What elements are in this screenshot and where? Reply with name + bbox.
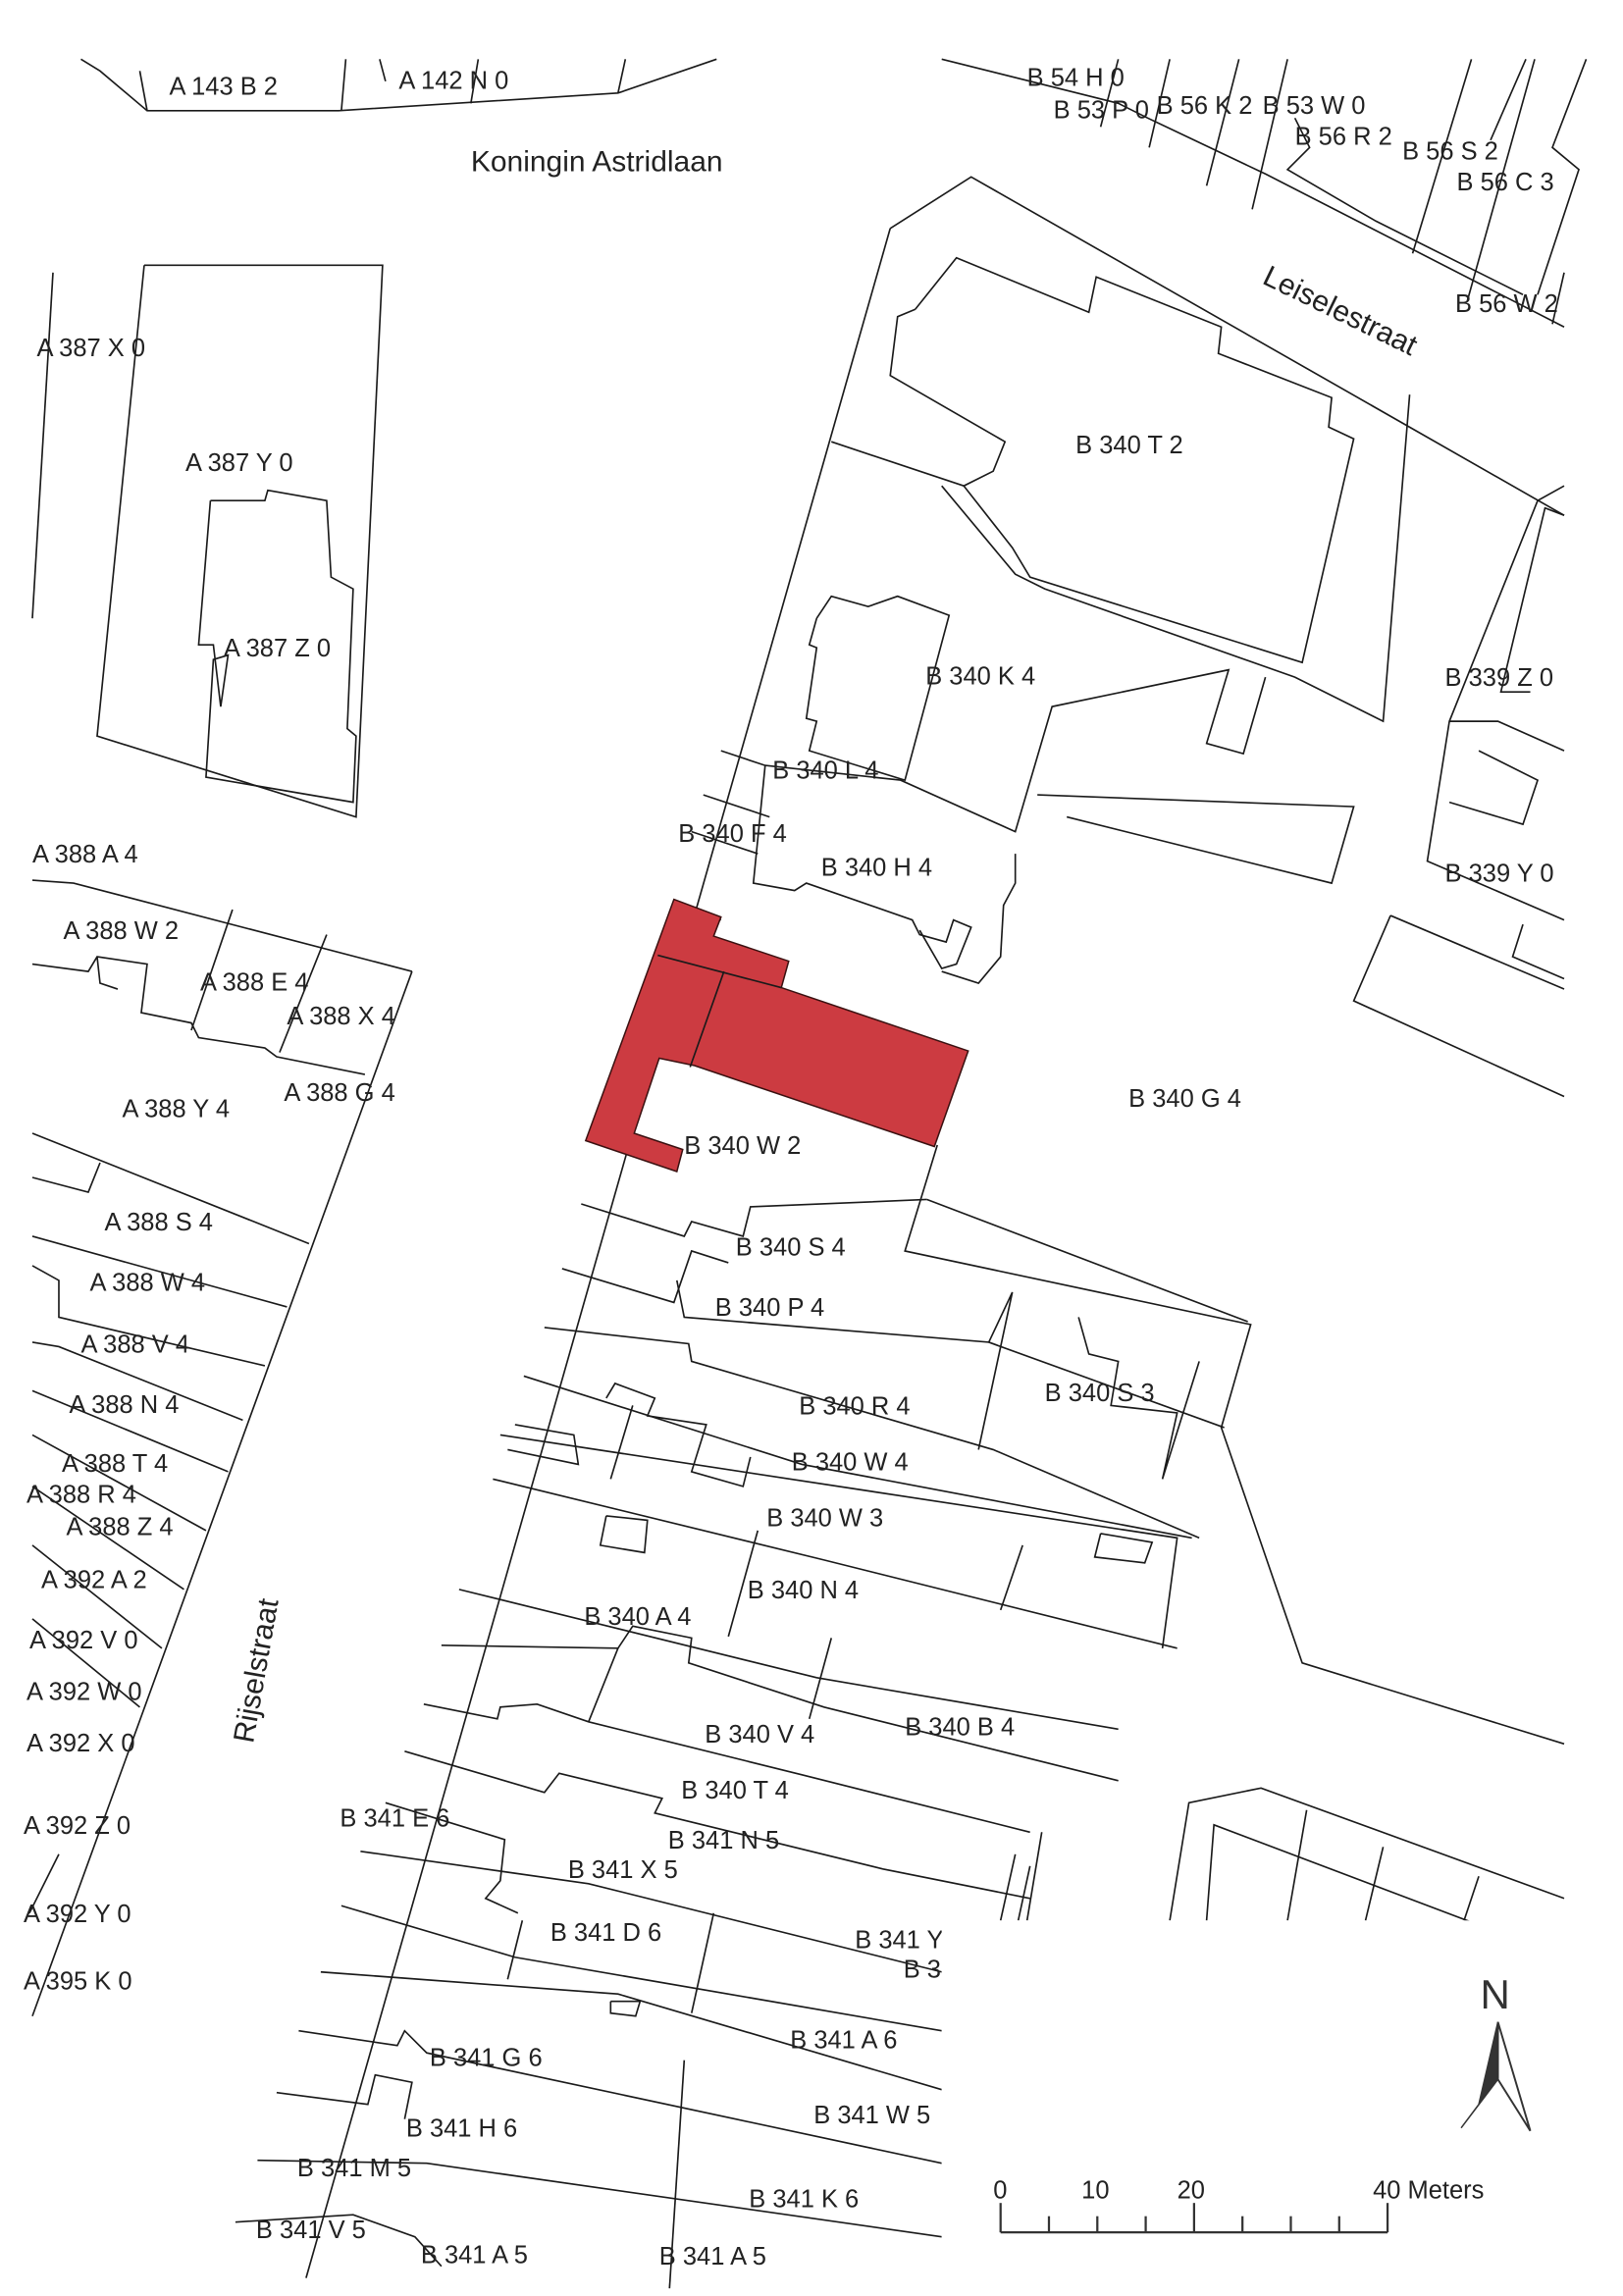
parcel-label: B 340 W 2 xyxy=(684,1132,801,1160)
parcel-label: B 340 S 3 xyxy=(1045,1380,1155,1407)
parcel-label: A 388 Y 4 xyxy=(122,1096,230,1123)
north-arrow-label: N xyxy=(1481,1971,1510,2017)
parcel-label: B 340 N 4 xyxy=(748,1577,859,1604)
parcel-label: B 53 P 0 xyxy=(1054,96,1149,124)
parcel-label: B 340 K 4 xyxy=(925,663,1035,691)
parcel-label: B 340 A 4 xyxy=(584,1603,691,1631)
parcel-label: A 392 X 0 xyxy=(26,1730,135,1757)
parcel-label: A 395 K 0 xyxy=(24,1968,132,1996)
parcel-label: B 341 A 6 xyxy=(790,2027,897,2055)
highlighted-parcel-divider xyxy=(657,954,782,989)
parcel-label: B 341 M 5 xyxy=(297,2155,411,2182)
parcel-label: B 340 H 4 xyxy=(821,855,932,882)
parcel-label: A 388 Z 4 xyxy=(66,1513,173,1540)
parcel-label: A 392 Y 0 xyxy=(24,1901,131,1928)
parcel-label: B 340 P 4 xyxy=(715,1294,824,1322)
parcel-label: B 340 W 4 xyxy=(792,1448,909,1476)
scale-label-40: 40 Meters xyxy=(1373,2177,1484,2205)
parcel-labels: A 143 B 2 A 142 N 0 B 54 H 0 B 53 P 0 B 56 K… xyxy=(24,64,1558,2270)
parcel-label: A 388 W 4 xyxy=(89,1269,205,1296)
parcel-label: B 56 S 2 xyxy=(1402,137,1498,165)
parcel-label: A 392 W 0 xyxy=(26,1678,142,1705)
parcel-label: B 340 B 4 xyxy=(905,1713,1015,1741)
parcel-label: B 340 T 2 xyxy=(1075,432,1183,459)
parcel-label: B 340 S 4 xyxy=(736,1233,846,1261)
parcel-label: B 341 A 5 xyxy=(659,2243,766,2270)
parcel-label: B 339 Y 0 xyxy=(1445,861,1554,888)
north-arrow: N xyxy=(1460,1971,1532,2132)
parcel-label: B 54 H 0 xyxy=(1027,64,1125,91)
parcel-label: B 341 W 5 xyxy=(813,2102,930,2129)
scale-label-20: 20 xyxy=(1178,2177,1205,2205)
parcel-label: B 341 G 6 xyxy=(430,2045,543,2072)
parcel-label: B 340 R 4 xyxy=(799,1392,910,1420)
parcel-label: B 341 V 5 xyxy=(256,2217,366,2244)
parcel-label: A 392 V 0 xyxy=(29,1627,138,1654)
parcel-label: B 53 W 0 xyxy=(1263,92,1366,120)
parcel-label: B 56 C 3 xyxy=(1457,169,1554,196)
highlighted-parcel[interactable] xyxy=(584,898,969,1173)
parcel-label: B 341 H 6 xyxy=(406,2115,517,2143)
parcel-label: B 56 W 2 xyxy=(1455,290,1558,318)
parcel-label: A 388 E 4 xyxy=(200,969,309,997)
street-label-rijselstraat: Rijselstraat xyxy=(228,1595,285,1745)
parcel-label: A 388 A 4 xyxy=(32,841,138,868)
parcel-label: B 341 K 6 xyxy=(749,2186,859,2214)
parcel-label: A 143 B 2 xyxy=(169,73,278,100)
parcel-label: A 388 N 4 xyxy=(69,1391,179,1419)
parcel-label: A 388 R 4 xyxy=(26,1481,136,1508)
parcel-label: B 56 R 2 xyxy=(1295,123,1392,150)
parcel-boundaries xyxy=(28,58,1588,2289)
parcel-label: B 339 Z 0 xyxy=(1445,664,1554,692)
parcel-label: A 388 W 2 xyxy=(63,917,179,945)
scale-label-10: 10 xyxy=(1081,2177,1109,2205)
street-label-koningin-astridlaan: Koningin Astridlaan xyxy=(471,145,723,178)
parcel-label: B 340 W 3 xyxy=(766,1504,883,1532)
parcel-label: B 341 A 5 xyxy=(421,2242,528,2270)
parcel-label: B 340 L 4 xyxy=(772,757,878,785)
parcel-label: A 388 X 4 xyxy=(287,1003,395,1030)
parcel-label: B 341 Y xyxy=(855,1927,943,1955)
parcel-label: A 392 A 2 xyxy=(41,1566,147,1593)
north-arrow-icon-outline xyxy=(1496,2021,1532,2132)
parcel-label: B 341 X 5 xyxy=(568,1856,678,1884)
parcel-label: B 341 N 5 xyxy=(668,1827,779,1854)
parcel-label: A 388 V 4 xyxy=(80,1331,189,1358)
parcel-label: A 388 S 4 xyxy=(104,1209,213,1236)
parcel-label: B 340 T 4 xyxy=(681,1777,789,1804)
parcel-label: A 142 N 0 xyxy=(398,67,508,94)
parcel-label: B 340 F 4 xyxy=(678,820,787,848)
parcel-label: A 388 T 4 xyxy=(62,1450,168,1478)
parcel-label: B 3 xyxy=(904,1957,941,1984)
scale-bar: 0 10 20 40 Meters xyxy=(993,2177,1484,2234)
parcel-label: B 341 E 6 xyxy=(340,1804,449,1832)
parcel-label: A 388 G 4 xyxy=(284,1079,394,1107)
parcel-label: A 387 Z 0 xyxy=(224,635,331,662)
parcel-label: B 341 D 6 xyxy=(550,1919,661,1947)
parcel-label: B 340 G 4 xyxy=(1128,1085,1241,1113)
parcel-label: A 387 Y 0 xyxy=(185,449,293,477)
scale-label-0: 0 xyxy=(993,2177,1007,2205)
parcel-label: A 392 Z 0 xyxy=(24,1812,131,1840)
street-label-leiselestraat: Leiselestraat xyxy=(1258,260,1423,362)
parcel-label: B 340 V 4 xyxy=(705,1721,814,1748)
parcel-label: B 56 K 2 xyxy=(1157,92,1253,120)
highlighted-parcel-divider xyxy=(689,970,725,1068)
parcel-label: A 387 X 0 xyxy=(36,335,145,362)
